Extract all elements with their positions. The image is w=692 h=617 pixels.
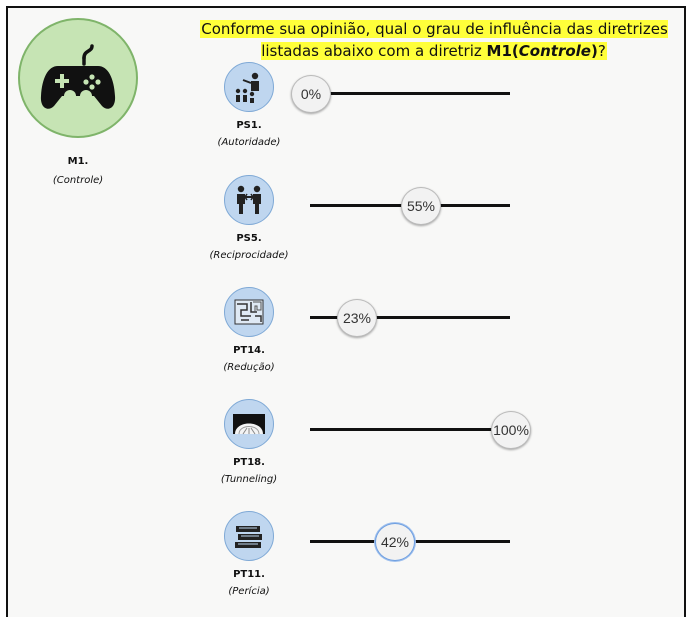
item-code: PS1. — [236, 120, 262, 131]
slider-thumb[interactable]: 55% — [401, 187, 441, 225]
directive-item-ps1: PS1. (Autoridade) — [204, 62, 294, 148]
item-code: PT14. — [233, 345, 265, 356]
question-text: Conforme sua opinião, qual o grau de inf… — [194, 18, 674, 62]
item-name: (Autoridade) — [217, 137, 281, 148]
slider-pt18[interactable]: 100% — [310, 409, 531, 449]
authority-icon — [235, 72, 259, 103]
slider-thumb[interactable]: 23% — [337, 299, 377, 337]
main-directive: M1. (Controle) — [18, 18, 138, 186]
main-directive-name: (Controle) — [52, 175, 104, 186]
slider-thumb[interactable]: 100% — [491, 411, 531, 449]
survey-frame: Conforme sua opinião, qual o grau de inf… — [6, 6, 686, 617]
slider-track[interactable] — [326, 92, 510, 95]
directive-item-pt11: PT11. (Perícia) — [204, 511, 294, 597]
item-code: PT11. — [233, 569, 265, 580]
question-code: M1(Controle) — [486, 42, 598, 60]
slider-thumb[interactable]: 42% — [375, 523, 415, 561]
slider-thumb[interactable]: 0% — [291, 75, 331, 113]
item-icon-circle — [224, 399, 274, 449]
item-name: (Perícia) — [228, 586, 270, 597]
item-name: (Tunneling) — [220, 474, 278, 485]
main-directive-circle — [18, 18, 138, 138]
item-code: PS5. — [236, 233, 262, 244]
slider-track[interactable] — [310, 428, 510, 431]
directive-item-ps5: PS5. (Reciprocidade) — [204, 175, 294, 261]
item-name: (Redução) — [223, 362, 275, 373]
maze-icon — [234, 299, 264, 325]
directive-item-pt18: PT18. (Tunneling) — [204, 399, 294, 485]
item-icon-circle — [224, 62, 274, 112]
slider-ps5[interactable]: 55% — [310, 185, 510, 225]
item-icon-circle — [224, 511, 274, 561]
slider-track[interactable] — [310, 316, 510, 319]
question-highlight: Conforme sua opinião, qual o grau de inf… — [200, 20, 668, 60]
item-icon-circle — [224, 175, 274, 225]
item-code: PT18. — [233, 457, 265, 468]
slider-pt14[interactable]: 23% — [310, 297, 510, 337]
reciprocity-icon — [237, 185, 261, 214]
gamepad-icon — [40, 44, 116, 109]
item-name: (Reciprocidade) — [209, 250, 289, 261]
slider-pt11[interactable]: 42% — [310, 521, 510, 561]
books-icon — [235, 526, 262, 548]
item-icon-circle — [224, 287, 274, 337]
main-directive-code: M1. — [67, 156, 89, 167]
directive-item-pt14: PT14. (Redução) — [204, 287, 294, 373]
slider-ps1[interactable]: 0% — [291, 73, 510, 113]
tunnel-icon — [233, 414, 265, 435]
